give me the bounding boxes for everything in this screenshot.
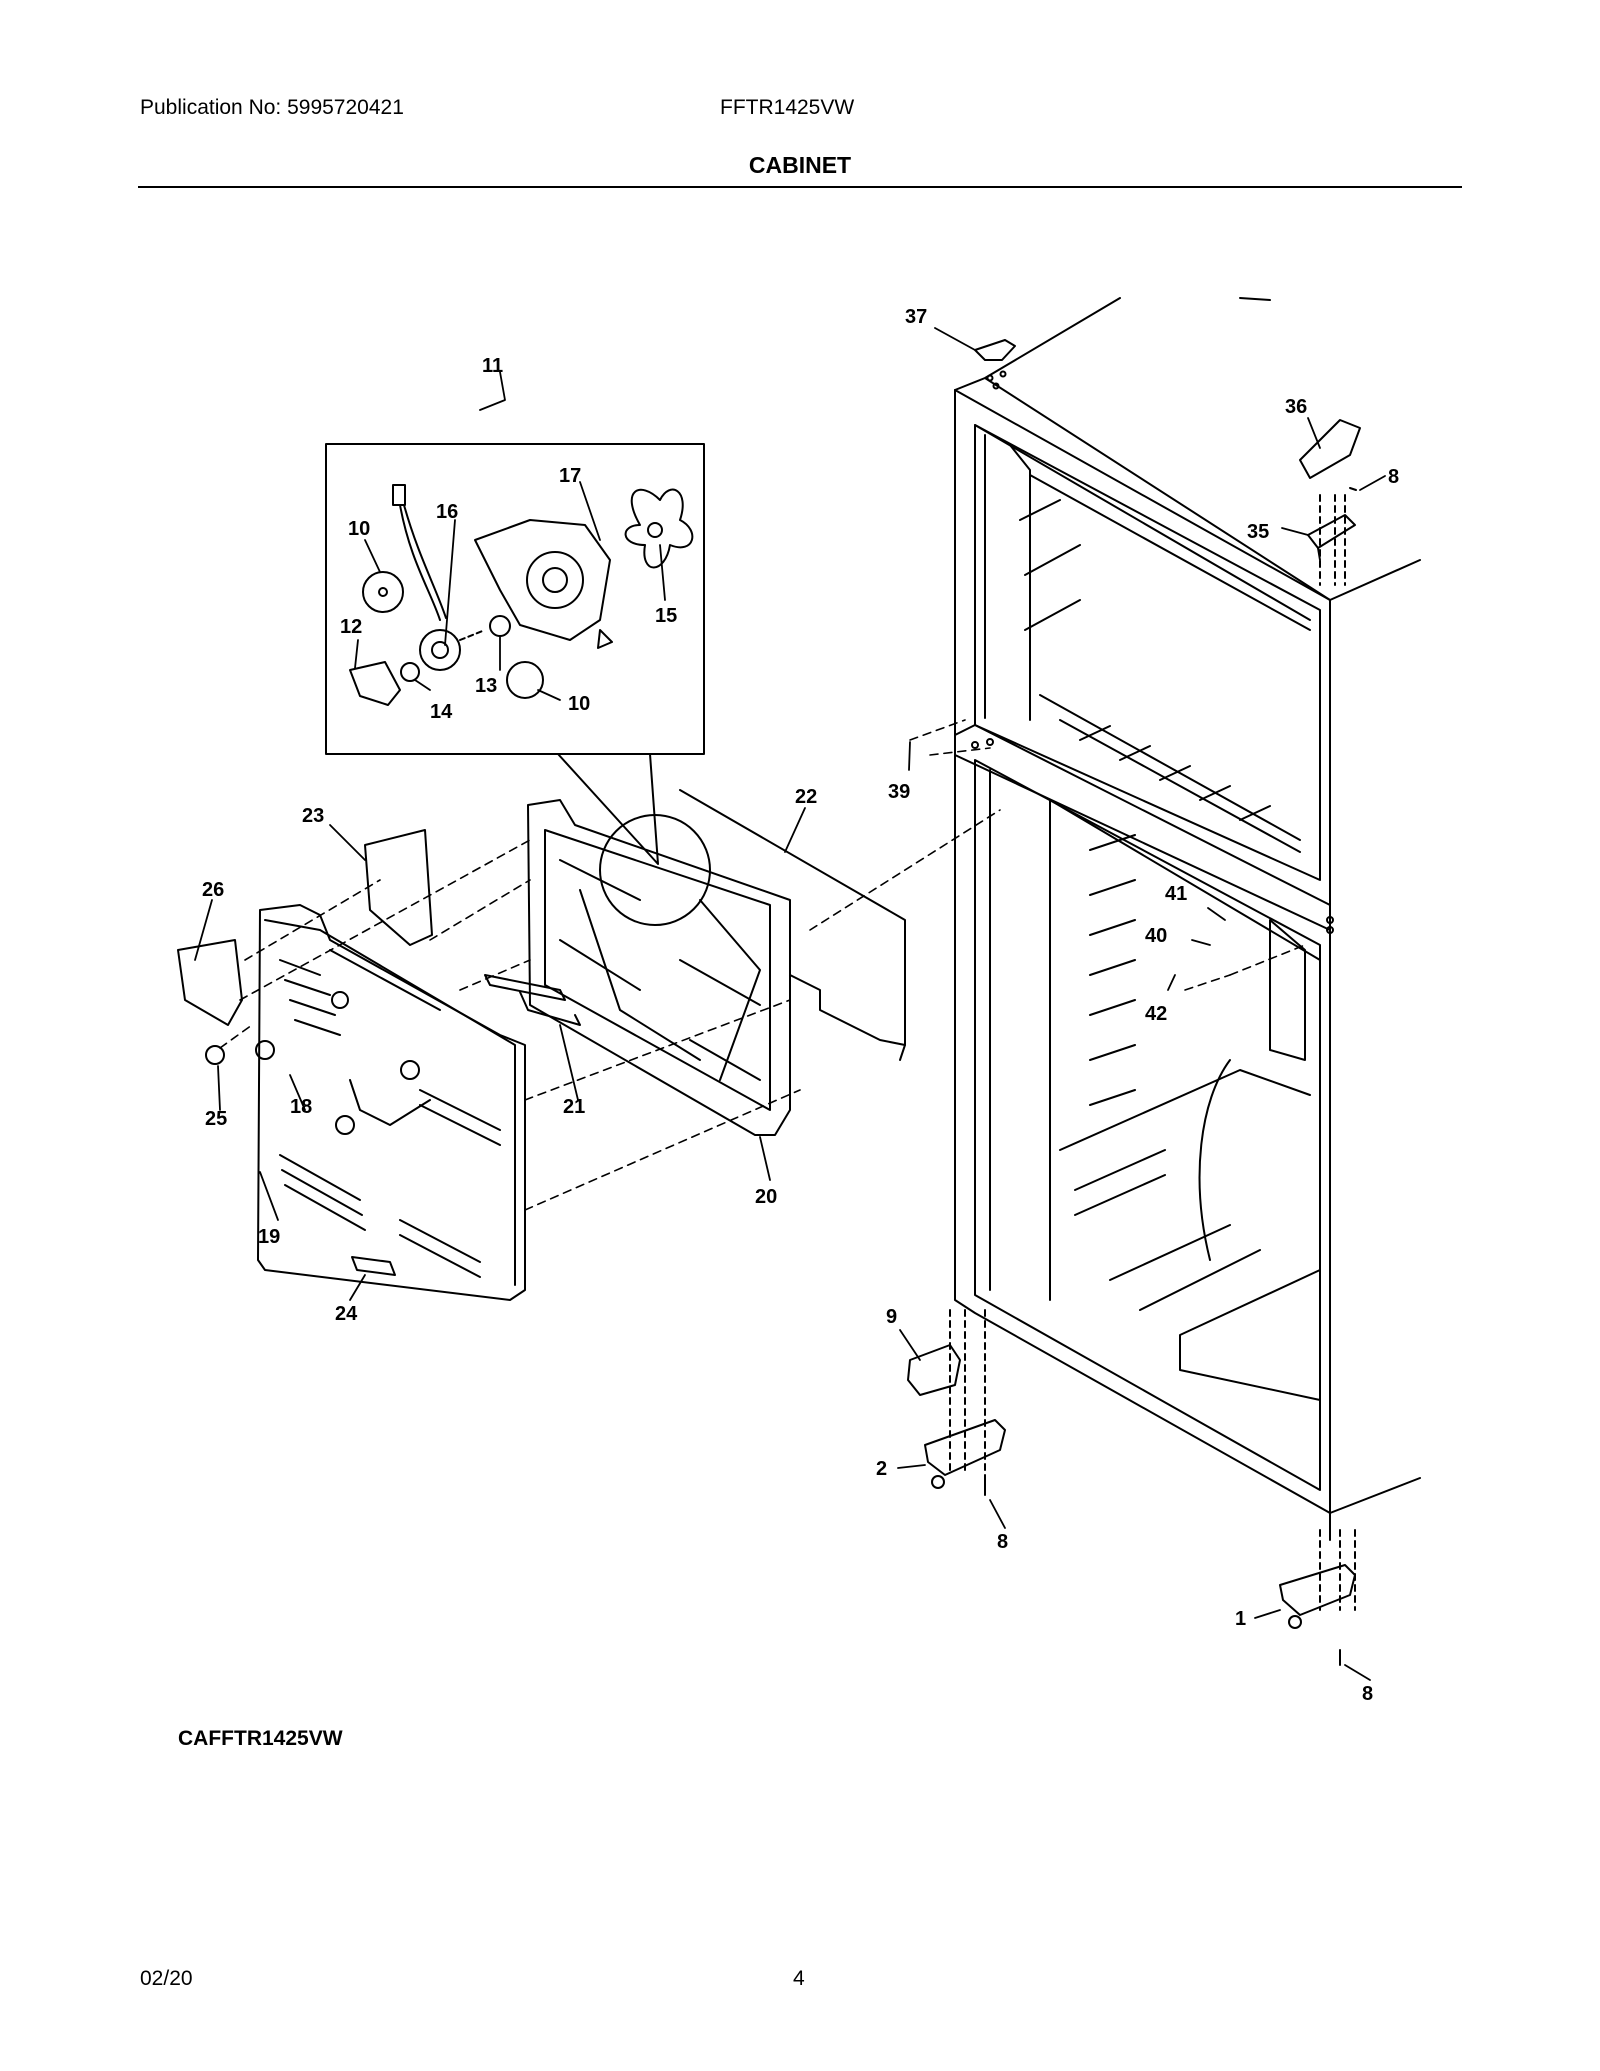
callout-2: 2 <box>876 1458 887 1480</box>
callout-22: 22 <box>795 786 817 808</box>
callout-20: 20 <box>755 1186 777 1208</box>
leader-lines <box>194 327 1386 1681</box>
control-parts <box>177 829 581 1276</box>
callout-25: 25 <box>205 1108 227 1130</box>
control-panel-housing <box>255 904 526 1301</box>
callout-17: 17 <box>559 465 581 487</box>
model-number: FFTR1425VW <box>720 96 855 119</box>
callout-26: 26 <box>202 879 224 901</box>
callout-8-bottom: 8 <box>1362 1683 1373 1705</box>
callout-13: 13 <box>475 675 497 697</box>
callout-10: 10 <box>348 518 370 540</box>
footer-date: 02/20 <box>140 1967 193 1990</box>
callout-14: 14 <box>430 701 453 723</box>
diagram-code: CAFFTR1425VW <box>178 1727 343 1750</box>
page-number: 4 <box>793 1967 805 1990</box>
callout-24: 24 <box>335 1303 358 1325</box>
callout-16: 16 <box>436 501 458 523</box>
cabinet-body <box>954 297 1421 1541</box>
callout-35: 35 <box>1247 521 1269 543</box>
callout-41: 41 <box>1165 883 1187 905</box>
callout-15: 15 <box>655 605 677 627</box>
publication-number: Publication No: 5995720421 <box>140 96 404 119</box>
callout-8-middle: 8 <box>997 1531 1008 1553</box>
callout-19: 19 <box>258 1226 280 1248</box>
callout-37: 37 <box>905 306 927 328</box>
callout-12: 12 <box>340 616 362 638</box>
callout-1: 1 <box>1235 1608 1246 1630</box>
header-rule <box>138 186 1462 188</box>
bottom-hinge-assembly <box>907 1309 1356 1666</box>
callout-36: 36 <box>1285 396 1307 418</box>
callout-8: 8 <box>1388 466 1399 488</box>
explosion-lines <box>219 719 1306 1211</box>
section-title: CABINET <box>748 152 852 178</box>
callout-40: 40 <box>1145 925 1167 947</box>
top-hinge-assembly <box>974 339 1361 586</box>
callout-11: 11 <box>482 355 503 377</box>
fan-motor-inset <box>325 443 705 865</box>
callout-9: 9 <box>886 1306 897 1328</box>
evaporator-cover <box>527 789 906 1136</box>
callout-21: 21 <box>563 1096 585 1118</box>
callout-10-lower: 10 <box>568 693 590 715</box>
callout-42: 42 <box>1145 1003 1167 1025</box>
callout-23: 23 <box>302 805 324 827</box>
callout-labels: 37 36 8 35 11 17 17 16 10 12 15 13 14 10… <box>202 306 1399 1705</box>
callout-39: 39 <box>888 781 910 803</box>
callout-18: 18 <box>290 1096 312 1118</box>
